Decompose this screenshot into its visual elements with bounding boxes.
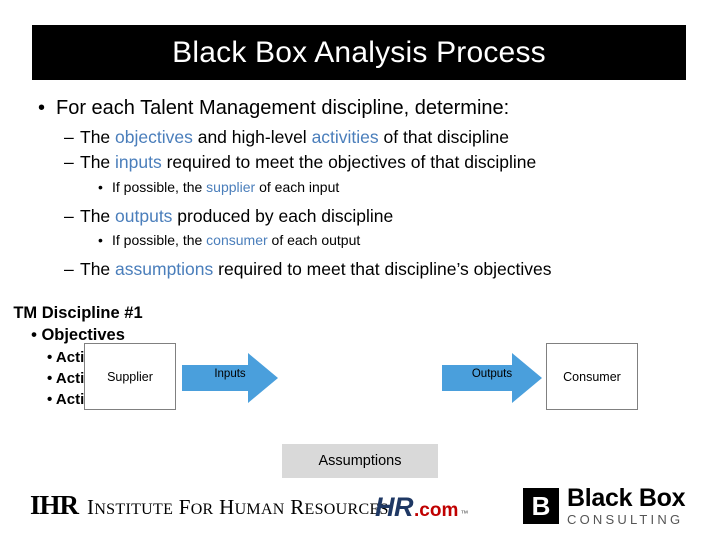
dash-icon: – — [64, 152, 74, 173]
bullet-objectives-mid: and high-level — [192, 127, 312, 147]
bb-subtitle: CONSULTING — [567, 512, 684, 527]
bb-text-block: Black Box CONSULTING — [567, 484, 686, 527]
footer-logos: IHR INSTITUTE FOR HUMAN RESOURCES HR .co… — [0, 482, 720, 540]
ihr-word-i: I — [87, 495, 95, 519]
bullet-supplier: • If possible, the supplier of each input — [98, 178, 698, 196]
keyword-inputs: inputs — [115, 152, 162, 173]
supplier-label: Supplier — [107, 369, 153, 384]
bullet-inputs: –The inputs required to meet the objecti… — [64, 151, 698, 174]
inputs-arrow-label: Inputs — [214, 368, 246, 380]
assumptions-label: Assumptions — [318, 453, 402, 469]
keyword-supplier: supplier — [206, 178, 256, 195]
tm-discipline-title: TM Discipline #1 — [13, 304, 143, 322]
keyword-assumptions: assumptions — [115, 259, 214, 280]
ihr-wordmark: INSTITUTE FOR HUMAN RESOURCES — [87, 495, 389, 520]
ihr-word-h: H — [219, 495, 235, 519]
bullet-dot-icon: • — [38, 97, 46, 119]
supplier-box: Supplier — [84, 343, 176, 410]
bullet-outputs-pre: The — [80, 205, 116, 226]
bullet-consumer-pre: If possible, the — [112, 231, 207, 248]
ihr-word-uman: UMAN — [234, 501, 285, 518]
outputs-arrow-label: Outputs — [471, 368, 513, 380]
trademark-icon: ™ — [460, 509, 469, 518]
bullet-objectives: –The objectives and high-level activitie… — [64, 126, 698, 149]
ihr-monogram: IHR — [30, 490, 79, 520]
bullet-inputs-post: required to meet the objectives of that … — [161, 152, 537, 173]
bullet-level1: • For each Talent Management discipline, … — [38, 96, 698, 120]
keyword-objectives: objectives — [115, 127, 193, 147]
bullet-consumer-post: of each output — [267, 231, 361, 248]
consumer-label: Consumer — [563, 369, 621, 384]
tm-objectives-line: • Objectives — [31, 326, 125, 345]
slide-title-bar: Black Box Analysis Process — [32, 25, 686, 80]
bullet-objectives-post: of that discipline — [378, 127, 510, 147]
ihr-word-f: F — [178, 495, 191, 519]
page-title: Black Box Analysis Process — [172, 35, 546, 69]
bullet-consumer: • If possible, the consumer of each outpu… — [98, 231, 698, 249]
bullet-inputs-pre: The — [80, 152, 116, 173]
hr-dotcom-text: .com — [414, 500, 459, 521]
bullet-outputs-post: produced by each discipline — [172, 205, 394, 226]
bullet-supplier-post: of each input — [255, 178, 340, 195]
bullet-body: • For each Talent Management discipline, … — [26, 96, 698, 283]
keyword-outputs: outputs — [115, 205, 173, 226]
arrow-right-icon — [182, 353, 278, 403]
bb-square-icon: B — [523, 488, 559, 524]
dash-icon: – — [64, 127, 74, 147]
ihr-word-r: R — [290, 495, 305, 519]
bullet-level1-text: For each Talent Management discipline, d… — [56, 97, 510, 119]
ihr-word-esources: ESOURCES — [304, 501, 389, 518]
dash-icon: – — [64, 259, 74, 280]
keyword-activities: activities — [311, 127, 379, 147]
hr-wordmark: HR — [375, 492, 414, 522]
consumer-box: Consumer — [546, 343, 638, 410]
ihr-word-or: OR — [190, 501, 214, 518]
keyword-consumer: consumer — [206, 231, 268, 248]
arrow-right-icon — [442, 353, 542, 403]
ihr-logo: IHR INSTITUTE FOR HUMAN RESOURCES — [30, 490, 389, 521]
bullet-dot-icon: • — [98, 231, 103, 248]
assumptions-box: Assumptions — [282, 444, 438, 478]
bullet-objectives-pre: The — [80, 127, 116, 147]
bullet-assumptions-pre: The — [80, 259, 116, 280]
black-box-consulting-logo: B Black Box CONSULTING — [523, 486, 685, 526]
bullet-outputs: –The outputs produced by each discipline — [64, 205, 698, 228]
bullet-dot-icon: • — [98, 178, 103, 195]
bullet-assumptions-post: required to meet that discipline’s objec… — [213, 259, 552, 280]
bullet-assumptions: –The assumptions required to meet that d… — [64, 258, 698, 281]
dash-icon: – — [64, 205, 74, 226]
inputs-arrow: Inputs — [182, 353, 278, 403]
bullet-supplier-pre: If possible, the — [112, 178, 207, 195]
hr-com-logo: HR .com ™ — [375, 492, 468, 523]
ihr-word-nstitute: NSTITUTE — [94, 501, 174, 518]
black-box-diagram: Supplier Inputs TM Discipline #1 • Objec… — [0, 300, 720, 485]
bb-title: Black Box — [567, 484, 686, 512]
outputs-arrow: Outputs — [442, 353, 542, 403]
